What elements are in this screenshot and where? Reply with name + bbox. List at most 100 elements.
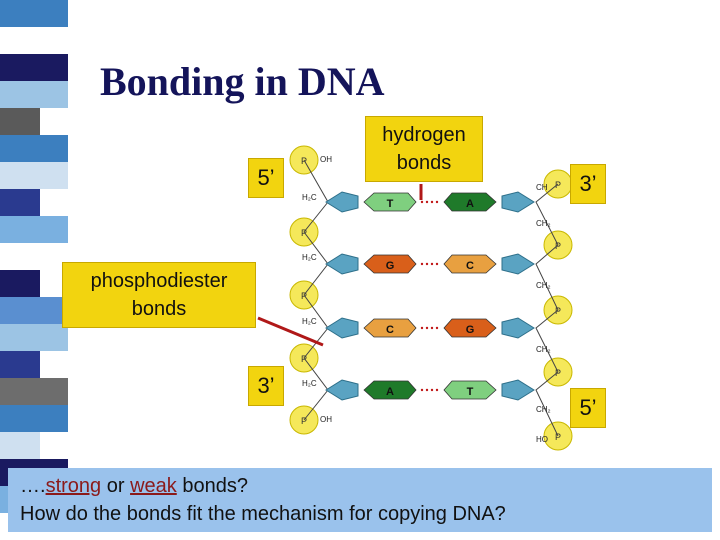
hydrogen-bond-dot — [425, 326, 429, 330]
hydrogen-bond-dot — [425, 200, 429, 204]
three-prime-top-label: 3’ — [570, 164, 606, 204]
base-left-letter: T — [387, 198, 394, 210]
sugar-ring — [501, 191, 535, 213]
phosphodiester-bonds-label: phosphodiester bonds — [62, 262, 256, 328]
stripe-segment — [0, 0, 68, 27]
chem-label-right: CH₂ — [536, 219, 551, 228]
hydrogen-bond-dot — [420, 200, 424, 204]
base-right-letter: C — [466, 260, 474, 272]
chem-label-right: CH₂ — [536, 345, 551, 354]
stripe-segment — [0, 243, 68, 270]
question-line-1: ….strong or weak bonds? — [20, 472, 700, 500]
base-right — [443, 380, 497, 400]
hydrogen-bond-dot — [435, 388, 439, 392]
phosphate-letter: P — [555, 368, 561, 378]
base-left — [363, 254, 417, 274]
weak-word: weak — [130, 475, 177, 497]
sugar-ring — [325, 253, 359, 275]
sugar-ring — [501, 379, 535, 401]
chem-label-left: OH — [320, 155, 332, 164]
chem-label-right: CH — [536, 183, 548, 192]
or-word: or — [101, 475, 131, 497]
base-left — [363, 318, 417, 338]
base-pairs: T A G C C G A T — [325, 191, 535, 401]
base-right-letter: G — [466, 324, 475, 336]
stripe-segment — [0, 27, 40, 54]
hydrogen-label-line1: hydrogen — [382, 124, 466, 146]
base-left — [363, 192, 417, 212]
hydrogen-bond-dot — [425, 262, 429, 266]
base-right — [443, 318, 497, 338]
stripe-segment — [0, 405, 68, 432]
base-left — [363, 380, 417, 400]
five-prime-top-label: 5’ — [248, 158, 284, 198]
chem-label-left: H₂C — [302, 379, 317, 388]
question-prefix: …. — [20, 475, 46, 497]
base-right — [443, 192, 497, 212]
question-box: ….strong or weak bonds? How do the bonds… — [8, 468, 712, 532]
stripe-segment — [0, 297, 68, 324]
three-prime-bottom-label: 3’ — [248, 366, 284, 406]
phosphodiester-label-line2: bonds — [131, 298, 187, 320]
phosphodiester-pointer — [257, 316, 324, 347]
right-backbone-line — [535, 183, 559, 437]
five-prime-bottom-label: 5’ — [570, 388, 606, 428]
base-right — [443, 254, 497, 274]
hydrogen-bond-dot — [435, 262, 439, 266]
base-right-letter: A — [466, 198, 474, 210]
chem-label-left: H₂C — [302, 317, 317, 326]
stripe-segment — [0, 378, 68, 405]
stripe-segment — [0, 270, 40, 297]
chem-label-right: HO — [536, 435, 548, 444]
hydrogen-bond-dot — [430, 388, 434, 392]
right-backbone: P P P P P — [535, 169, 573, 451]
hydrogen-bonds-label: hydrogen bonds — [365, 116, 483, 182]
hydrogen-bond-dot — [430, 262, 434, 266]
decorative-stripe-bar — [0, 0, 68, 540]
dna-structure-diagram: P P P P P P P P P P T A G C C G A T OH H₂C H₂C H₂C H₂C OH CH C… — [289, 145, 573, 451]
sugar-ring — [325, 379, 359, 401]
chem-label-left: H₂C — [302, 193, 317, 202]
hydrogen-bond-dot — [435, 326, 439, 330]
stripe-segment — [0, 351, 40, 378]
phosphodiester-label-line1: phosphodiester — [90, 270, 228, 292]
stripe-segment — [0, 81, 68, 108]
base-left-letter: G — [386, 260, 395, 272]
phosphate-letter: P — [301, 291, 307, 301]
phosphate-letter: P — [555, 306, 561, 316]
stripe-segment — [0, 324, 68, 351]
phosphate-letter: P — [301, 228, 307, 238]
chem-label-left: OH — [320, 415, 332, 424]
sugar-ring — [501, 253, 535, 275]
slide-title: Bonding in DNA — [100, 59, 385, 104]
stripe-segment — [0, 162, 68, 189]
hydrogen-bond-dot — [420, 326, 424, 330]
sugar-ring — [325, 191, 359, 213]
stripe-segment — [0, 189, 40, 216]
sugar-ring — [501, 317, 535, 339]
question-line-2: How do the bonds fit the mechanism for c… — [20, 503, 506, 525]
chem-label-left: H₂C — [302, 253, 317, 262]
stripe-segment — [0, 216, 68, 243]
chem-label-right: CH₂ — [536, 405, 551, 414]
chem-label-right: CH₂ — [536, 281, 551, 290]
phosphate-letter: P — [301, 354, 307, 364]
base-left-letter: C — [386, 324, 394, 336]
stripe-segment — [0, 54, 68, 81]
hydrogen-bond-dot — [425, 388, 429, 392]
sugar-ring — [325, 317, 359, 339]
hydrogen-bond-dot — [420, 388, 424, 392]
hydrogen-bond-dot — [430, 200, 434, 204]
base-right-letter: T — [467, 386, 474, 398]
phosphate-letter: P — [555, 241, 561, 251]
phosphate-letter: P — [301, 416, 307, 426]
stripe-segment — [0, 432, 40, 459]
hydrogen-bond-dot — [430, 326, 434, 330]
phosphate-letter: P — [555, 432, 561, 442]
base-left-letter: A — [386, 386, 394, 398]
stripe-segment — [0, 108, 40, 135]
strong-word: strong — [45, 475, 102, 497]
phosphate-letter: P — [555, 180, 561, 190]
